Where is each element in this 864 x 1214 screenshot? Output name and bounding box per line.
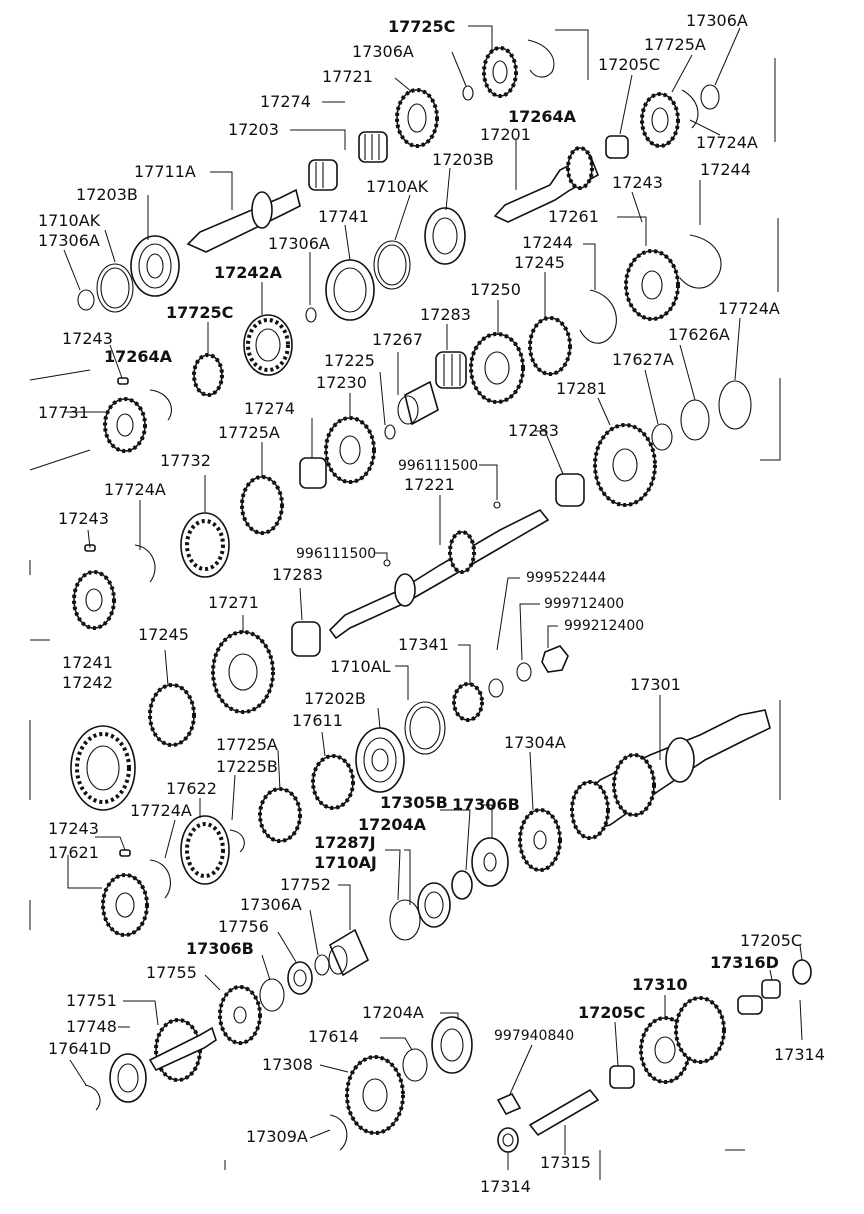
part-label-17315: 17315 [540,1153,591,1172]
part-label-17201: 17201 [480,125,531,144]
part-label-17244: 17244 [700,160,751,179]
part-labels: 17725C 17306A 17306A 17725A 17721 17205C… [38,11,825,1196]
part-label-17611: 17611 [292,711,343,730]
part-label-17225b: 17225B [216,757,278,776]
part-label-17241: 17241 [62,653,113,672]
part-label-17626a: 17626A [668,325,730,344]
part-label-17306b: 17306B [186,939,254,958]
part-label-17287j: 17287J [314,833,376,852]
part-label-17243: 17243 [58,509,109,528]
part-label-17261: 17261 [548,207,599,226]
part-label-17243: 17243 [48,819,99,838]
part-label-17724a: 17724A [718,299,780,318]
part-label-17756: 17756 [218,917,269,936]
part-label-17731: 17731 [38,403,89,422]
part-label-17230: 17230 [316,373,367,392]
part-label-17242a: 17242A [214,263,283,282]
part-label-17309a: 17309A [246,1127,308,1146]
part-label-17264a: 17264A [508,107,577,126]
part-label-17724a: 17724A [104,480,166,499]
part-label-17314: 17314 [774,1045,825,1064]
part-label-17283: 17283 [508,421,559,440]
part-label-996111500: 996111500 [296,546,376,562]
part-label-17341: 17341 [398,635,449,654]
part-label-17725c: 17725C [388,17,455,36]
part-label-17306a: 17306A [268,234,330,253]
part-label-17274: 17274 [260,92,311,111]
part-label-999712400: 999712400 [544,596,624,612]
part-label-17627a: 17627A [612,350,674,369]
part-drawings [70,39,812,1153]
part-label-1710al: 1710AL [330,657,391,676]
part-label-17203: 17203 [228,120,279,139]
part-label-17711a: 17711A [134,162,196,181]
part-label-17243: 17243 [612,173,663,192]
part-label-17243: 17243 [62,329,113,348]
part-label-1710ak: 1710AK [366,177,429,196]
part-label-17205c: 17205C [740,931,802,950]
part-label-17204a: 17204A [362,1003,424,1022]
part-label-17741: 17741 [318,207,369,226]
part-label-17271: 17271 [208,593,259,612]
part-label-17748: 17748 [66,1017,117,1036]
part-label-17264a: 17264A [104,347,173,366]
part-label-1710ak: 1710AK [38,211,101,230]
part-label-996111500: 996111500 [398,458,478,474]
part-label-17721: 17721 [322,67,373,86]
part-label-17641d: 17641D [48,1039,111,1058]
part-label-17725a: 17725A [216,735,278,754]
part-label-17308: 17308 [262,1055,313,1074]
part-label-17250: 17250 [470,280,521,299]
part-label-17621: 17621 [48,843,99,862]
part-label-17245: 17245 [138,625,189,644]
part-label-17732: 17732 [160,451,211,470]
part-label-17281: 17281 [556,379,607,398]
part-label-17314: 17314 [480,1177,531,1196]
part-label-17205c: 17205C [598,55,660,74]
part-label-17225: 17225 [324,351,375,370]
part-label-17614: 17614 [308,1027,359,1046]
part-label-17204a: 17204A [358,815,427,834]
part-label-17306a: 17306A [352,42,414,61]
part-label-999522444: 999522444 [526,570,606,586]
part-label-17725c: 17725C [166,303,233,322]
group-brackets [29,29,781,1180]
part-label-999212400: 999212400 [564,618,644,634]
part-label-17306b: 17306B [452,795,520,814]
part-label-17267: 17267 [372,330,423,349]
part-label-17306a: 17306A [240,895,302,914]
part-label-17202b: 17202B [304,689,366,708]
part-label-17725a: 17725A [218,423,280,442]
part-label-17305b: 17305B [380,793,448,812]
part-label-17622: 17622 [166,779,217,798]
part-label-17205c: 17205C [578,1003,645,1022]
part-label-17242: 17242 [62,673,113,692]
part-label-17274: 17274 [244,399,295,418]
part-label-17306a: 17306A [38,231,100,250]
part-label-17301: 17301 [630,675,681,694]
part-label-17283: 17283 [272,565,323,584]
part-label-17316d: 17316D [710,953,779,972]
part-label-17755: 17755 [146,963,197,982]
part-label-997940840: 997940840 [494,1028,574,1044]
part-label-17310: 17310 [632,975,688,994]
part-label-17725a: 17725A [644,35,706,54]
part-label-17283: 17283 [420,305,471,324]
part-label-1710aj: 1710AJ [314,853,377,872]
part-label-17203b: 17203B [432,150,494,169]
part-label-17304a: 17304A [504,733,566,752]
part-label-17203b: 17203B [76,185,138,204]
leader-lines [63,25,803,1170]
part-label-17752: 17752 [280,875,331,894]
part-label-17221: 17221 [404,475,455,494]
part-label-17306a: 17306A [686,11,748,30]
part-label-17724a: 17724A [130,801,192,820]
part-label-17245: 17245 [514,253,565,272]
part-label-17724a: 17724A [696,133,758,152]
part-label-17244: 17244 [522,233,573,252]
part-label-17751: 17751 [66,991,117,1010]
